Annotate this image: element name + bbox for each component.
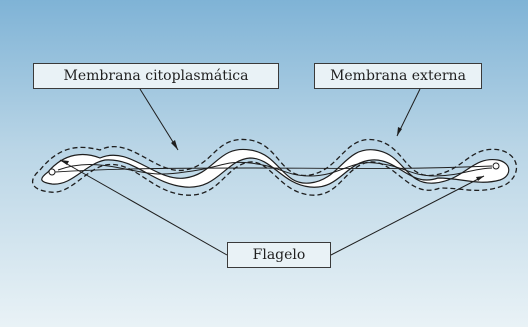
right-basal-body [493, 163, 499, 169]
left-basal-body [49, 169, 55, 175]
label-flagellum: Flagelo [227, 242, 331, 268]
label-cytoplasmic-membrane: Membrana citoplasmática [33, 63, 279, 89]
label-outer-membrane: Membrana externa [314, 63, 482, 89]
